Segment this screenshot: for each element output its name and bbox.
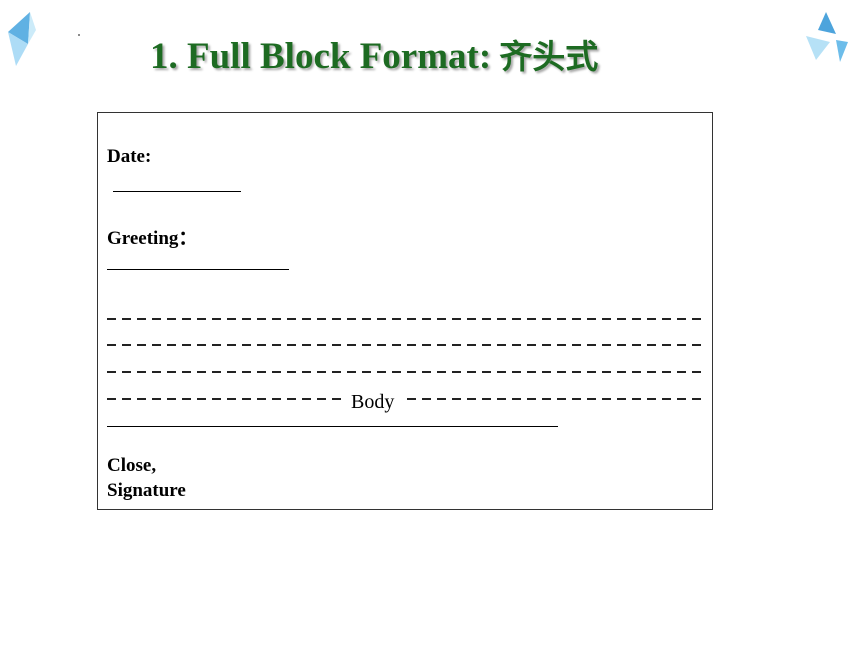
body-dashed-line-1 xyxy=(107,318,706,320)
greeting-label: Greeting： xyxy=(107,228,198,249)
corner-triangle-decoration-left xyxy=(8,12,36,66)
close-label: Close, xyxy=(107,455,157,476)
greeting-blank-line xyxy=(107,269,289,270)
body-dashed-line-3 xyxy=(107,371,706,373)
signature-label: Signature xyxy=(107,480,186,501)
slide-title-text: 1. Full Block Format: xyxy=(150,36,492,77)
body-label: Body xyxy=(343,391,403,414)
decorative-dot xyxy=(78,34,80,36)
slide-title: 1. Full Block Format:齐头式 xyxy=(150,30,598,78)
letter-format-box: Date: Greeting： Body Close, Signature xyxy=(97,112,713,510)
body-end-line xyxy=(107,426,558,427)
date-label: Date: xyxy=(107,146,152,167)
corner-triangle-decoration-right xyxy=(806,12,848,62)
date-blank-line xyxy=(113,191,241,192)
slide-title-chinese: 齐头式 xyxy=(499,37,599,76)
body-dashed-line-4 xyxy=(107,398,706,400)
body-dashed-line-2 xyxy=(107,344,706,346)
